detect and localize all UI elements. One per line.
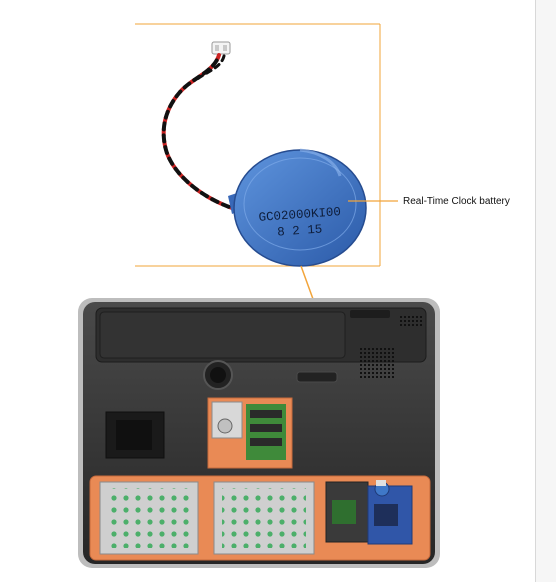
rtc-battery-diagram: GC02000KI00 8 2 15 bbox=[78, 23, 440, 568]
callout-label-rtc-battery: Real-Time Clock battery bbox=[403, 196, 510, 207]
laptop-base-icon bbox=[78, 298, 440, 568]
battery-imprint-line2: 8 2 15 bbox=[277, 222, 323, 239]
battery-wire bbox=[161, 53, 234, 210]
battery-icon: GC02000KI00 8 2 15 bbox=[228, 148, 367, 267]
inset-frame bbox=[135, 23, 381, 267]
connector-icon bbox=[211, 41, 231, 55]
battery-imprint-line1: GC02000KI00 bbox=[258, 205, 341, 225]
page-scroll-edge bbox=[535, 0, 556, 582]
